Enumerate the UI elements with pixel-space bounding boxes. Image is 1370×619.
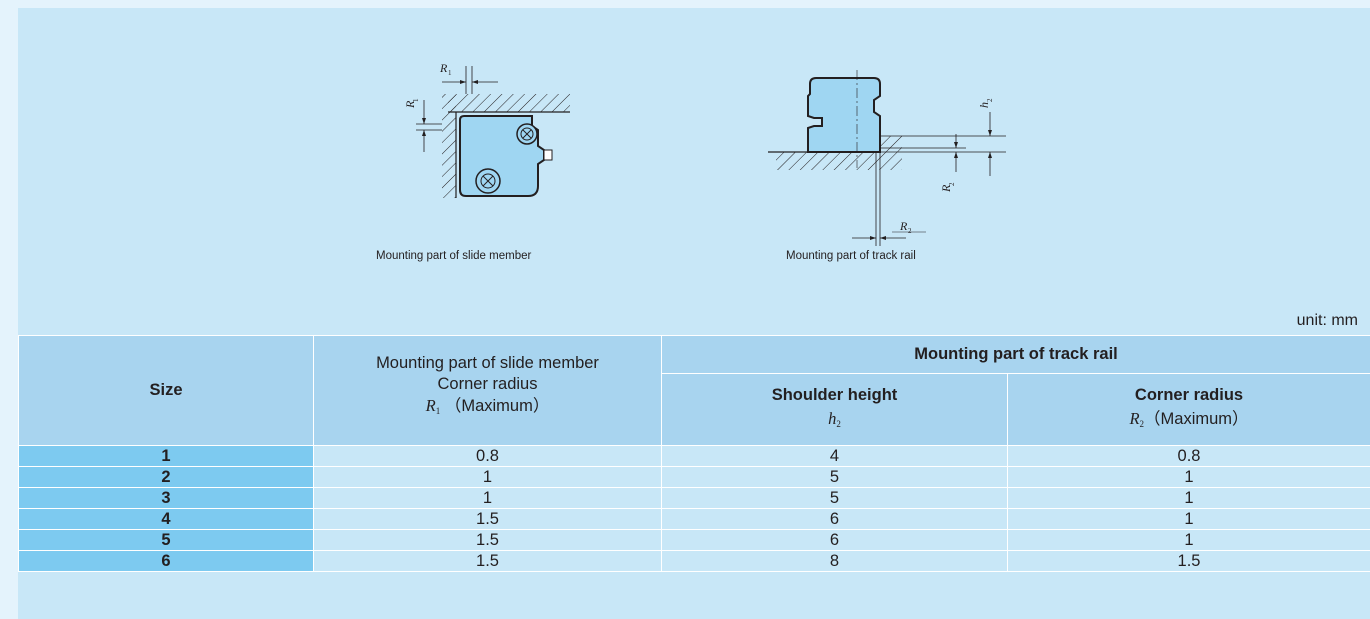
size-cell: 2 bbox=[18, 466, 314, 488]
h2-cell: 6 bbox=[661, 508, 1008, 530]
header-slide-line2: Corner radius bbox=[437, 375, 538, 393]
svg-text:h: h bbox=[977, 102, 991, 108]
h2-cell: 4 bbox=[661, 445, 1008, 467]
r2-cell: 1 bbox=[1006, 508, 1370, 530]
r2-cell: 0.8 bbox=[1006, 445, 1370, 467]
r2-cell: 1.5 bbox=[1006, 550, 1370, 572]
content-panel: R 1 R 1 Mounting part of slide member h … bbox=[18, 8, 1370, 619]
header-slide-var: R1 （Maximum） bbox=[425, 396, 550, 416]
r1-cell: 0.8 bbox=[313, 445, 662, 467]
unit-label: unit: mm bbox=[1296, 312, 1358, 329]
r1-cell: 1 bbox=[313, 487, 662, 509]
svg-text:2: 2 bbox=[908, 227, 912, 235]
svg-text:R: R bbox=[403, 100, 417, 109]
table-row: 5 1.5 6 1 bbox=[18, 529, 1370, 551]
header-track-rail: Mounting part of track rail bbox=[660, 335, 1370, 374]
svg-text:2: 2 bbox=[986, 98, 994, 102]
size-cell: 5 bbox=[18, 529, 314, 551]
table-row: 3 1 5 1 bbox=[18, 487, 1370, 509]
header-size: Size bbox=[18, 335, 314, 446]
r1-cell: 1.5 bbox=[313, 550, 662, 572]
svg-text:1: 1 bbox=[448, 69, 452, 77]
svg-text:R: R bbox=[439, 61, 448, 75]
table-row: 2 1 5 1 bbox=[18, 466, 1370, 488]
header-shoulder-height: Shoulder height h2 bbox=[661, 373, 1008, 446]
r2-cell: 1 bbox=[1006, 487, 1370, 509]
size-cell: 4 bbox=[18, 508, 314, 530]
header-row-2: Shoulder height h2 Corner radius R2（Maxi… bbox=[19, 373, 1370, 446]
size-cell: 1 bbox=[18, 445, 314, 467]
size-cell: 6 bbox=[18, 550, 314, 572]
r1-cell: 1.5 bbox=[313, 529, 662, 551]
header-slide-member: Mounting part of slide member Corner rad… bbox=[313, 335, 662, 446]
slide-member-caption: Mounting part of slide member bbox=[376, 250, 532, 262]
h2-cell: 5 bbox=[661, 487, 1008, 509]
table-row: 1 0.8 4 0.8 bbox=[18, 445, 1370, 467]
spec-table: Size Mounting part of slide member Corne… bbox=[18, 335, 1370, 572]
size-cell: 3 bbox=[18, 487, 314, 509]
slide-member-diagram: R 1 R 1 bbox=[403, 61, 570, 198]
track-rail-caption: Mounting part of track rail bbox=[786, 250, 916, 262]
r2-cell: 1 bbox=[1006, 529, 1370, 551]
svg-text:R: R bbox=[899, 219, 908, 233]
header-rail-corner-radius: Corner radius R2（Maximum） bbox=[1006, 373, 1370, 446]
header-row-1: Size Mounting part of slide member Corne… bbox=[18, 335, 1370, 446]
header-slide-line1: Mounting part of slide member bbox=[376, 354, 599, 372]
table-row: 6 1.5 8 1.5 bbox=[18, 550, 1370, 572]
svg-text:1: 1 bbox=[412, 98, 420, 102]
r2-cell: 1 bbox=[1006, 466, 1370, 488]
r1-cell: 1 bbox=[313, 466, 662, 488]
h2-cell: 8 bbox=[661, 550, 1008, 572]
r1-cell: 1.5 bbox=[313, 508, 662, 530]
table-row: 4 1.5 6 1 bbox=[18, 508, 1370, 530]
h2-cell: 6 bbox=[661, 529, 1008, 551]
svg-text:2: 2 bbox=[948, 182, 956, 186]
h2-cell: 5 bbox=[661, 466, 1008, 488]
svg-text:R: R bbox=[939, 184, 953, 193]
track-rail-diagram: h 2 R 2 R 2 bbox=[768, 70, 1006, 246]
